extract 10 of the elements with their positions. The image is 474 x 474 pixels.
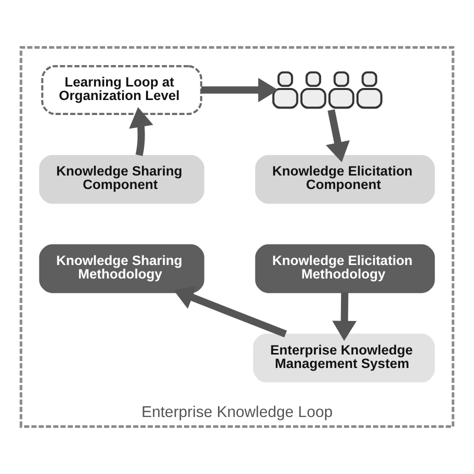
node-box: Knowledge Elicitation Component [255,154,435,204]
arrow [201,78,278,102]
node-box: Knowledge Sharing Component [39,154,204,204]
node-box: Enterprise Knowledge Management System [253,334,435,382]
arrow [174,286,287,338]
arrow [332,292,357,341]
node-box: Knowledge Elicitation Methodology [255,244,435,294]
node-box: Learning Loop at Organization Level [41,65,202,115]
arrow [326,109,350,162]
node-box: Knowledge Sharing Methodology [39,244,204,294]
